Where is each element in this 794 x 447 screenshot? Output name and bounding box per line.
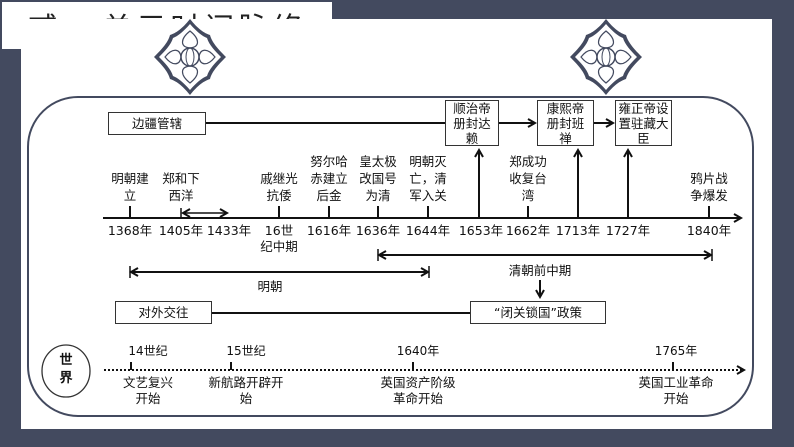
year-label: 1662年 bbox=[505, 223, 551, 238]
year-label: 1636年 bbox=[355, 223, 401, 238]
year-label: 16世纪中期 bbox=[260, 223, 298, 254]
year-label: 1727年 bbox=[605, 223, 651, 238]
content-panel bbox=[21, 19, 772, 429]
world-time: 14世纪 bbox=[128, 344, 168, 358]
event-label: 明朝建立 bbox=[111, 171, 149, 203]
year-label: 1644年 bbox=[405, 223, 451, 238]
closed-door-box: “闭关锁国”政策 bbox=[470, 301, 606, 324]
year-label: 1713年 bbox=[555, 223, 601, 238]
event-label: 戚继光抗倭 bbox=[260, 171, 298, 203]
world-event: 新航路开辟开始 bbox=[208, 375, 284, 406]
event-label: 郑成功收复台湾 bbox=[509, 154, 547, 203]
ornament-right-icon bbox=[569, 18, 643, 96]
foreign-relations-box: 对外交往 bbox=[115, 301, 212, 324]
world-circle bbox=[41, 344, 91, 398]
world-event: 文艺复兴开始 bbox=[122, 375, 173, 406]
year-label: 1840年 bbox=[686, 223, 732, 238]
world-time: 15世纪 bbox=[226, 344, 266, 358]
year-label: 1433年 bbox=[206, 223, 252, 238]
event-label: 努尔哈赤建立后金 bbox=[310, 154, 348, 203]
year-label: 1653年 bbox=[458, 223, 504, 238]
world-event: 英国资产阶级革命开始 bbox=[380, 375, 456, 406]
shunzhi-box: 顺治帝册封达赖 bbox=[445, 100, 499, 146]
ornament-left-icon bbox=[153, 18, 227, 96]
border-management-box: 边疆管辖 bbox=[108, 112, 206, 135]
year-label: 1405年 bbox=[158, 223, 204, 238]
world-time: 1640年 bbox=[396, 344, 440, 358]
year-label: 1368年 bbox=[107, 223, 153, 238]
kangxi-box: 康熙帝册封班禅 bbox=[537, 100, 594, 146]
event-label: 明朝灭亡，清军入关 bbox=[409, 154, 447, 203]
yongzheng-box: 雍正帝设置驻藏大臣 bbox=[615, 100, 672, 146]
event-label: 郑和下西洋 bbox=[162, 171, 200, 203]
world-event: 英国工业革命开始 bbox=[638, 375, 714, 406]
event-label: 鸦片战争爆发 bbox=[690, 171, 728, 203]
qing-label: 清朝前中期 bbox=[508, 263, 572, 278]
world-time: 1765年 bbox=[654, 344, 698, 358]
event-label: 皇太极改国号为清 bbox=[359, 154, 397, 203]
timeline-frame bbox=[27, 95, 754, 417]
ming-label: 明朝 bbox=[257, 279, 283, 294]
world-label: 世界 bbox=[59, 353, 73, 386]
year-label: 1616年 bbox=[306, 223, 352, 238]
